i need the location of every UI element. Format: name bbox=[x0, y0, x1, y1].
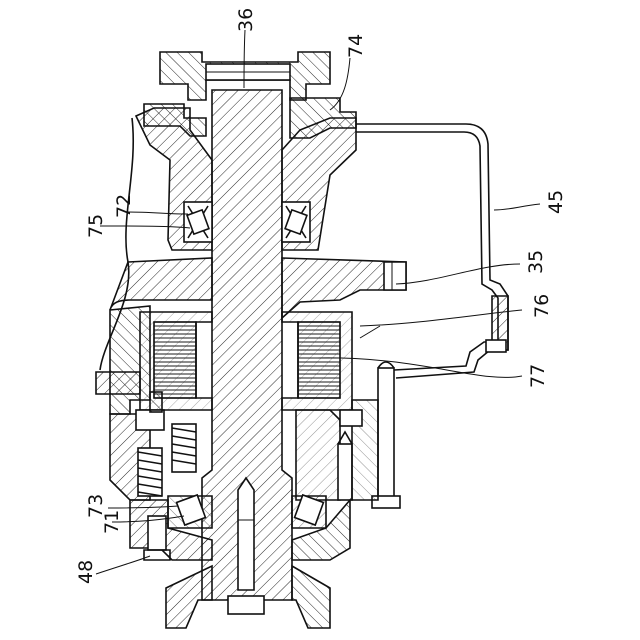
cover-45 bbox=[356, 124, 508, 378]
label-45: 45 bbox=[545, 190, 567, 214]
label-36: 36 bbox=[235, 8, 257, 32]
label-48: 48 bbox=[75, 560, 97, 584]
label-72: 72 bbox=[113, 194, 135, 218]
gear-35 bbox=[282, 258, 406, 318]
label-71: 71 bbox=[101, 510, 123, 534]
label-76: 76 bbox=[531, 294, 553, 318]
lower-bearing-left bbox=[168, 495, 212, 528]
label-35: 35 bbox=[525, 250, 547, 274]
label-77: 77 bbox=[527, 364, 549, 388]
label-75: 75 bbox=[85, 214, 107, 238]
lower-bearing-right bbox=[292, 495, 326, 528]
label-74: 74 bbox=[345, 34, 367, 58]
bearing-right bbox=[282, 202, 310, 242]
bearing-left bbox=[184, 202, 212, 242]
